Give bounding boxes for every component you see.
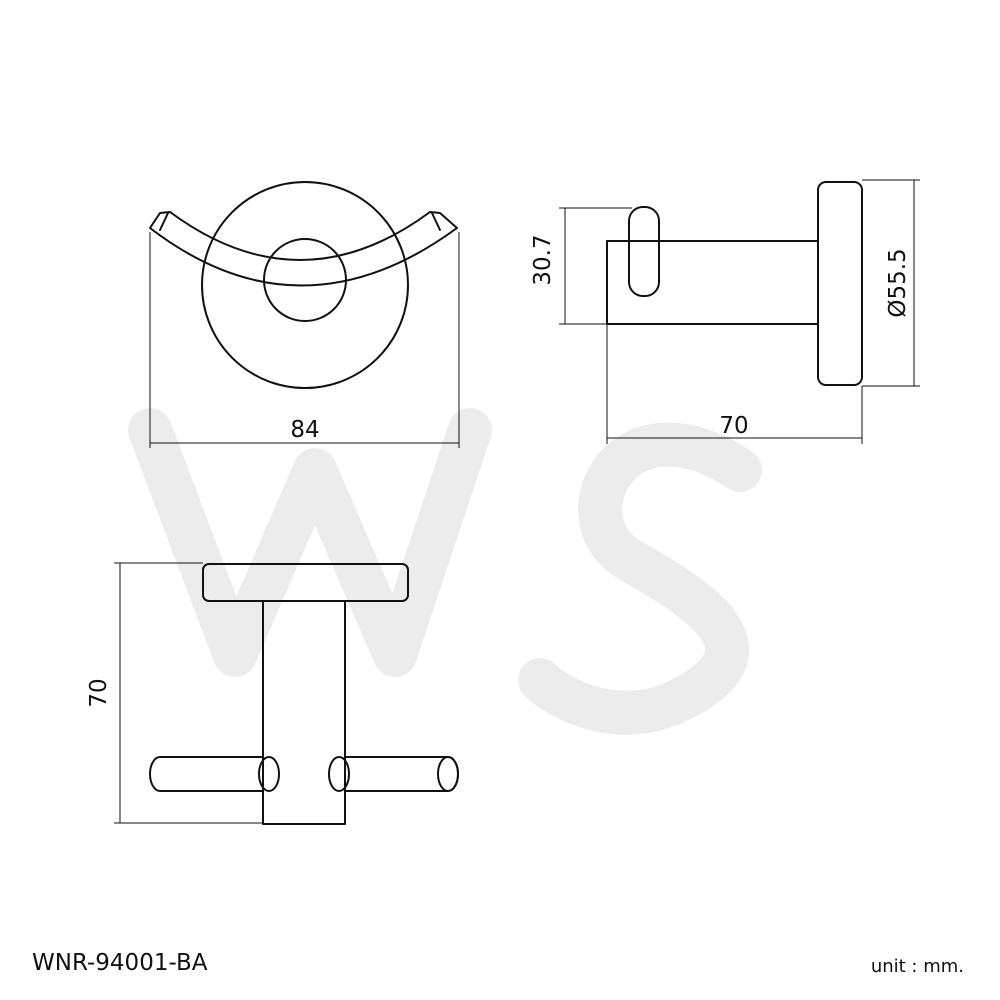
side-view <box>606 181 863 386</box>
side-hook-height-label: 30.7 <box>530 234 556 285</box>
dimension-side-length <box>606 324 863 444</box>
top-stem <box>262 600 346 825</box>
front-view <box>149 181 458 389</box>
top-view <box>149 563 459 825</box>
dimension-top-length <box>114 562 263 824</box>
top-left-peg <box>149 756 264 792</box>
side-hook-tip <box>628 206 660 297</box>
top-length-label: 70 <box>86 678 112 707</box>
side-length-label: 70 <box>719 413 748 439</box>
side-arm <box>606 240 819 325</box>
hook-arms <box>149 211 458 287</box>
dimension-diameter <box>862 179 920 387</box>
dimension-hook-height <box>559 207 632 325</box>
model-number: WNR-94001-BA <box>32 950 208 976</box>
center-cap <box>263 238 347 322</box>
dimension-width <box>149 232 460 448</box>
side-plate <box>817 181 863 386</box>
side-diameter-label: Ø55.5 <box>885 248 911 317</box>
unit-label: unit : mm. <box>870 956 964 977</box>
front-width-label: 84 <box>290 417 319 443</box>
wall-plate <box>201 181 409 389</box>
watermark <box>128 408 762 735</box>
